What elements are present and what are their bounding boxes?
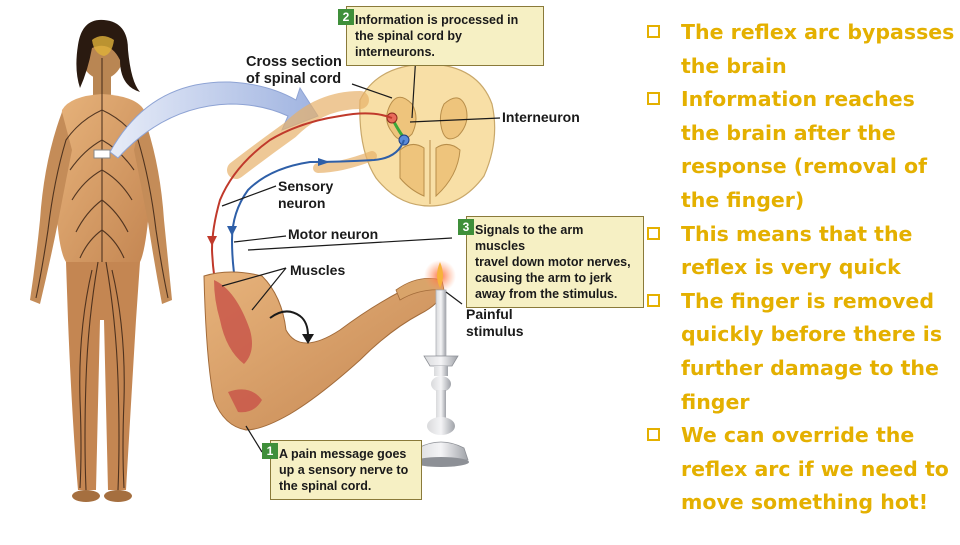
bullet-line: This means that the — [681, 221, 913, 246]
hollow-square-bullet-icon — [647, 226, 660, 240]
bullet-line: reflex is very quick — [681, 255, 901, 280]
bullet-line: response (removal of — [681, 154, 927, 179]
bullet-line: reflex arc if we need to — [681, 456, 949, 481]
callout-step-2: 2 Information is processed in the spinal… — [338, 6, 544, 66]
bullet-line: the finger) — [681, 187, 805, 212]
label-interneuron: Interneuron — [502, 109, 580, 125]
spinal-cord-marker — [93, 149, 111, 159]
callout-line: travel down motor nerves, — [475, 255, 631, 269]
label-line: neuron — [278, 195, 326, 211]
hollow-square-bullet-icon — [647, 428, 660, 442]
hollow-square-bullet-icon — [647, 25, 660, 38]
callout-step-1: 1 A pain message goes up a sensory nerve… — [262, 440, 422, 500]
hollow-square-bullet-icon — [647, 92, 660, 106]
bullet-line: quickly before there is — [681, 322, 943, 347]
callout-line: Information is processed in — [355, 13, 519, 27]
callout-line: the spinal cord by interneurons. — [355, 29, 462, 59]
bullet-item: The finger is removed quickly before the… — [644, 285, 956, 419]
callout-line: the spinal cord. — [279, 479, 372, 493]
label-painful-stimulus: Painful stimulus — [466, 306, 524, 340]
bullet-line: finger — [681, 389, 750, 414]
bullet-line: further damage to the — [681, 355, 939, 380]
label-line: Sensory — [278, 178, 334, 194]
bullet-line: Information reaches — [681, 87, 915, 112]
step-badge: 2 — [338, 9, 354, 25]
bullet-list: The reflex arc bypasses the brain Inform… — [644, 16, 956, 520]
jerk-arrow — [269, 310, 309, 337]
callout-line: A pain message goes — [279, 447, 407, 461]
reflex-arc-illustration — [30, 19, 501, 502]
bullet-line: We can override the — [681, 423, 915, 448]
reflex-arc-diagram: 2 Information is processed in the spinal… — [30, 6, 644, 502]
bullet-line: the brain — [681, 53, 787, 78]
bullet-line: move something hot! — [681, 490, 929, 515]
label-line: of spinal cord — [246, 71, 342, 87]
bullet-item: The reflex arc bypasses the brain — [644, 16, 956, 83]
callout-line: causing the arm to jerk — [475, 271, 612, 285]
callout-step-3: 3 Signals to the arm muscles travel down… — [458, 216, 644, 308]
arm-illustration — [203, 271, 445, 431]
hollow-square-bullet-icon — [647, 293, 660, 307]
label-sensory-neuron: Sensory neuron — [278, 178, 333, 212]
label-line: Painful — [466, 306, 513, 322]
human-figure — [30, 19, 172, 502]
label-motor-neuron: Motor neuron — [288, 226, 379, 242]
label-cross-section: Cross section of spinal cord — [246, 54, 342, 88]
candle — [413, 260, 469, 467]
callout-line: away from the stimulus. — [475, 287, 618, 301]
bullet-line: The finger is removed — [681, 288, 934, 313]
label-line: stimulus — [466, 323, 524, 339]
label-line: Cross section — [246, 54, 342, 70]
bullet-item: This means that the reflex is very quick — [644, 218, 956, 285]
step-badge: 1 — [262, 443, 278, 459]
spinal-cord-cross-section — [227, 63, 496, 207]
bullet-item: We can override the reflex arc if we nee… — [644, 419, 956, 520]
callout-line: Signals to the arm muscles — [475, 223, 584, 253]
label-muscles: Muscles — [290, 262, 346, 278]
bullet-line: the brain after the — [681, 120, 896, 145]
leader-lines — [221, 53, 501, 453]
callout-line: up a sensory nerve to — [279, 463, 409, 477]
bullet-item: Information reaches the brain after the … — [644, 83, 956, 217]
zoom-arrow — [109, 81, 319, 159]
bullet-line: The reflex arc bypasses — [681, 20, 955, 44]
step-badge: 3 — [458, 219, 474, 235]
